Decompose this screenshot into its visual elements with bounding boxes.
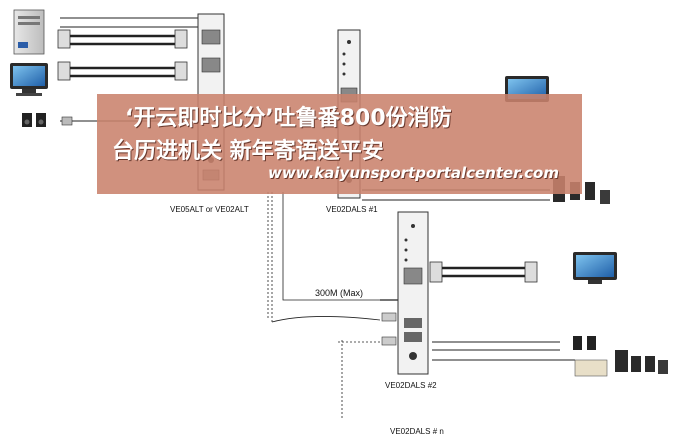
cat5-cables — [267, 192, 398, 420]
banner-line-1: ‘开云即时比分’吐鲁番800份消防 — [125, 106, 452, 131]
monitor-icon-remote-2 — [573, 252, 617, 284]
amplifier-icon — [574, 359, 608, 377]
audio-cables-remote-2 — [432, 341, 575, 361]
banner-line-2: 台历进机关 新年寄语送平安 — [112, 139, 384, 164]
banner-url: www.kaiyunsportportalcenter.com — [268, 164, 559, 182]
receiver-unit-2 — [397, 211, 429, 375]
label-unit-mid: VE02DALS #1 — [326, 205, 378, 214]
vga-cables-left — [57, 17, 200, 126]
label-unit-right: VE02DALS #2 — [385, 381, 437, 390]
label-unit-left: VE05ALT or VE02ALT — [170, 205, 249, 214]
surround-speakers-icon — [615, 350, 668, 374]
monitor-icon-local — [10, 63, 48, 96]
vga-cable-remote-2 — [429, 261, 538, 283]
speakers-icon-local — [22, 113, 46, 127]
speakers-icon-remote-2 — [573, 336, 596, 350]
watermark-banner — [97, 94, 582, 194]
label-distance: 300M (Max) — [315, 288, 363, 298]
pc-tower-icon — [13, 9, 45, 55]
label-unit-bottom: VE02DALS # n — [390, 427, 444, 436]
